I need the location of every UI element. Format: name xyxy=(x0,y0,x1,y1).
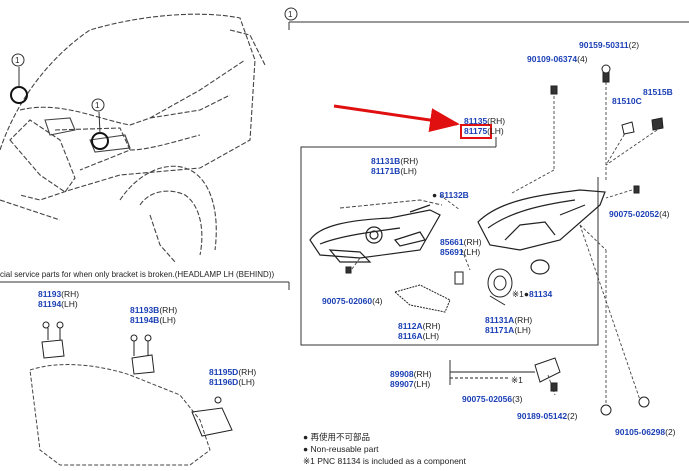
headlamp-callout-b xyxy=(91,132,109,150)
part-90159-50311[interactable]: 90159-50311(2) xyxy=(579,40,640,50)
part-81171A[interactable]: 81171A(LH) xyxy=(485,325,531,335)
bulb-85661 xyxy=(454,271,464,285)
headlamp-housing xyxy=(477,189,606,251)
part-90105-06298[interactable]: 90105-06298(2) xyxy=(615,427,676,437)
car-detail-solid xyxy=(44,117,131,153)
part-81132B[interactable]: ● 81132B xyxy=(432,190,469,200)
bracket-8112A xyxy=(393,284,451,313)
subsection-banner: cial service parts for when only bracket… xyxy=(0,270,275,279)
part-90075-02060[interactable]: 90075-02060(4) xyxy=(322,296,383,306)
legend-non-reusable-en: ● Non-reusable part xyxy=(303,444,379,454)
bracket-89908 xyxy=(449,357,561,385)
part-89907[interactable]: 89907(LH) xyxy=(390,379,431,389)
part-81196D[interactable]: 81196D(LH) xyxy=(209,377,255,387)
part-85691[interactable]: 85691(LH) xyxy=(440,247,481,257)
part-85661[interactable]: 85661(RH) xyxy=(440,237,482,247)
section-bracket xyxy=(288,21,689,30)
part-81134[interactable]: ※1●81134 xyxy=(512,289,553,299)
callout-marker-a xyxy=(11,53,25,67)
part-81131B[interactable]: 81131B(RH) xyxy=(371,156,419,166)
part-8116A[interactable]: 8116A(LH) xyxy=(398,331,440,341)
legend-non-reusable-jp: ● 再使用不可部品 xyxy=(303,432,370,442)
fasteners xyxy=(345,64,650,416)
seal-81134 xyxy=(530,259,550,275)
rear-housing-detail xyxy=(41,321,233,437)
part-81131A[interactable]: 81131A(RH) xyxy=(485,315,533,325)
car-sketch xyxy=(0,13,266,263)
part-81193B[interactable]: 81193B(RH) xyxy=(130,305,178,315)
part-81135[interactable]: 81135(RH) xyxy=(464,116,506,126)
callout-marker-b xyxy=(91,98,105,112)
rear-housing-outline xyxy=(29,364,211,466)
section-marker xyxy=(284,7,298,21)
headlamp-callout-a xyxy=(10,86,28,104)
socket-81131A xyxy=(487,268,513,306)
part-81175[interactable]: 81175(LH) xyxy=(464,126,504,136)
section-marker-text: 1 xyxy=(288,10,293,19)
part-81194B[interactable]: 81194B(LH) xyxy=(130,315,176,325)
part-81171B[interactable]: 81171B(LH) xyxy=(371,166,417,176)
callout-a-text: 1 xyxy=(15,56,20,65)
leader-lines xyxy=(348,82,658,405)
part-90075-02052[interactable]: 90075-02052(4) xyxy=(609,209,670,219)
highlight-box xyxy=(460,124,492,139)
part-90075-02056[interactable]: 90075-02056(3) xyxy=(462,394,523,404)
headlamp-unit xyxy=(309,204,441,263)
legend-component-note: ※1 PNC 81134 is included as a component xyxy=(303,456,466,466)
part-8112A[interactable]: 8112A(RH) xyxy=(398,321,441,331)
part-90109-06374[interactable]: 90109-06374(4) xyxy=(527,54,588,64)
note-ref-1: ※1 xyxy=(511,375,523,385)
part-90189-05142[interactable]: 90189-05142(2) xyxy=(517,411,578,421)
headlamp-outline-dashed xyxy=(339,199,443,209)
clip-81515B xyxy=(651,117,664,131)
callout-b-text: 1 xyxy=(95,101,100,110)
part-81194[interactable]: 81194(LH) xyxy=(38,299,78,309)
part-81195D[interactable]: 81195D(RH) xyxy=(209,367,257,377)
part-81515B[interactable]: 81515B xyxy=(643,87,673,97)
part-89908[interactable]: 89908(RH) xyxy=(390,369,432,379)
red-arrow xyxy=(333,104,460,132)
assembly-box xyxy=(300,146,599,346)
part-81193[interactable]: 81193(RH) xyxy=(38,289,80,299)
part-81510C[interactable]: 81510C xyxy=(612,96,642,106)
clip-81510C xyxy=(621,121,635,135)
